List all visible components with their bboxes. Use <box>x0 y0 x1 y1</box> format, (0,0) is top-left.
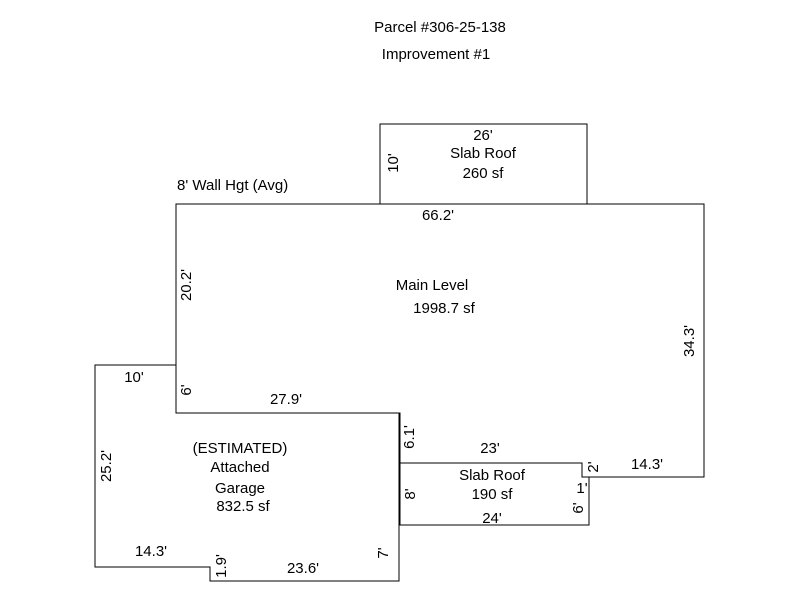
garage-name-line1: Attached <box>210 459 269 476</box>
top-slab-area: 260 sf <box>463 165 505 182</box>
garage-area: 832.5 sf <box>216 498 270 515</box>
main-step-right-dim: 2' <box>585 461 602 472</box>
main-bottom-dim: 27.9' <box>270 391 302 408</box>
garage-name-line2: Garage <box>215 480 265 497</box>
main-notch-dim: 6.1' <box>401 425 418 449</box>
bottom-slab-step-dim: 1' <box>576 480 587 497</box>
parcel-title: Parcel #306-25-138 <box>374 19 506 36</box>
bottom-slab-outline <box>399 463 590 526</box>
garage-outline <box>94 364 400 582</box>
top-slab-outline <box>379 123 588 204</box>
main-right-bottom-dim: 14.3' <box>631 456 663 473</box>
bottom-slab-name: Slab Roof <box>459 467 526 484</box>
wall-height-label: 8' Wall Hgt (Avg) <box>177 177 288 194</box>
garage-left-dim: 25.2' <box>98 450 115 482</box>
slab-top-dim: 23' <box>480 440 500 457</box>
top-slab-side-dim: 10' <box>385 153 402 173</box>
bottom-slab-bottom-dim: 24' <box>482 510 502 527</box>
bottom-slab-left-dim: 8' <box>402 488 419 499</box>
main-top-dim: 66.2' <box>422 207 454 224</box>
main-level-name: Main Level <box>396 277 469 294</box>
garage-note: (ESTIMATED) <box>193 440 288 457</box>
garage-bottom-dim: 23.6' <box>287 560 319 577</box>
garage-bottom-left-dim: 14.3' <box>135 543 167 560</box>
bottom-slab-area: 190 sf <box>472 486 514 503</box>
garage-top-dim: 10' <box>124 369 144 386</box>
main-step-left-dim: 6' <box>178 384 195 395</box>
main-level-area: 1998.7 sf <box>413 300 476 317</box>
garage-step-dim: 1.9' <box>213 554 230 578</box>
garage-right-dim: 7' <box>375 547 392 558</box>
main-left-dim: 20.2' <box>178 269 195 301</box>
top-slab-width-dim: 26' <box>473 127 493 144</box>
main-level-outline <box>175 203 705 478</box>
bottom-slab-right-dim: 6' <box>570 502 587 513</box>
main-right-dim: 34.3' <box>681 325 698 357</box>
improvement-title: Improvement #1 <box>382 46 490 63</box>
top-slab-name: Slab Roof <box>450 145 517 162</box>
